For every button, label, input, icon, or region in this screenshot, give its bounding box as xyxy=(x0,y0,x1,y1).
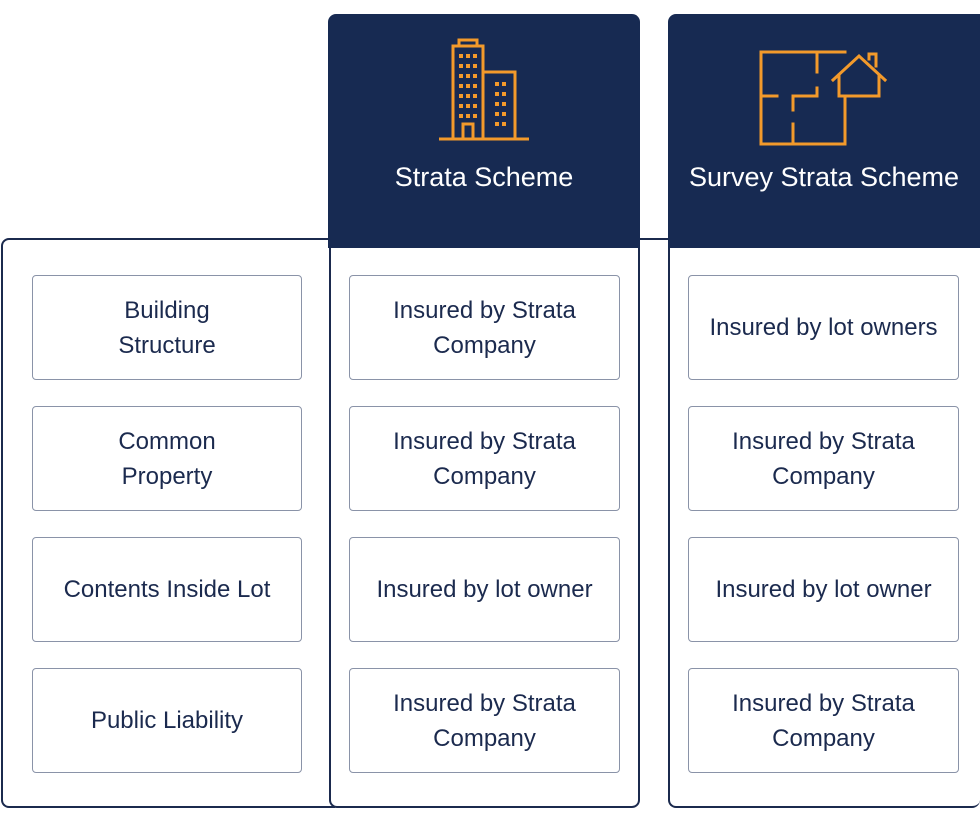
panel-connector xyxy=(638,238,670,240)
survey-strata-scheme-cell: Insured by Strata Company xyxy=(688,668,959,773)
strata-scheme-cell: Insured by Strata Company xyxy=(349,275,620,380)
survey-strata-scheme-title: Survey Strata Scheme xyxy=(688,162,960,192)
survey-strata-scheme-cell: Insured by Strata Company xyxy=(688,406,959,511)
strata-scheme-title: Strata Scheme xyxy=(394,162,574,192)
category-cell: Building Structure xyxy=(32,275,302,380)
strata-scheme-cell: Insured by lot owner xyxy=(349,537,620,642)
strata-scheme-cell: Insured by Strata Company xyxy=(349,406,620,511)
strata-scheme-cell: Insured by Strata Company xyxy=(349,668,620,773)
house-floorplan-icon xyxy=(759,50,888,146)
survey-strata-scheme-cell: Insured by lot owners xyxy=(688,275,959,380)
category-cell: Public Liability xyxy=(32,668,302,773)
survey-strata-scheme-header: Survey Strata Scheme xyxy=(668,14,980,248)
apartment-building-icon xyxy=(439,38,529,141)
strata-scheme-header: Strata Scheme xyxy=(328,14,640,248)
category-cell: Contents Inside Lot xyxy=(32,537,302,642)
survey-strata-scheme-cell: Insured by lot owner xyxy=(688,537,959,642)
category-cell: Common Property xyxy=(32,406,302,511)
